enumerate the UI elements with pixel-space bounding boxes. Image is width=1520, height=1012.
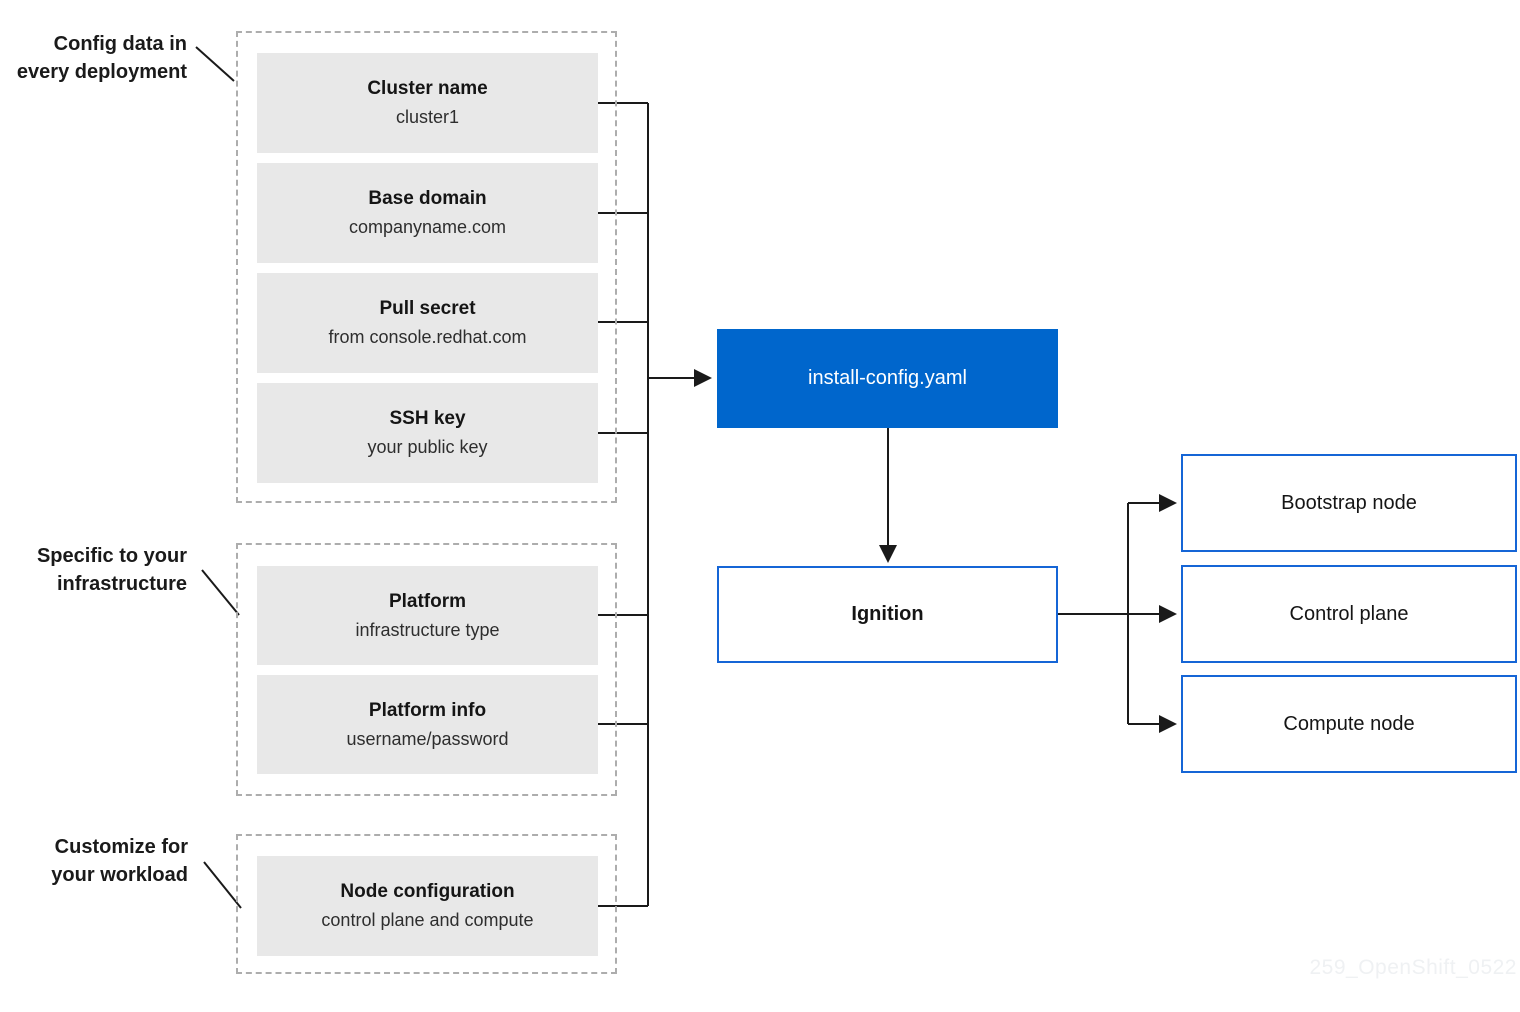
box-node-configuration: Node configuration control plane and com… xyxy=(257,856,598,956)
box-cluster-name: Cluster name cluster1 xyxy=(257,53,598,153)
box-pull-secret-subtitle: from console.redhat.com xyxy=(328,327,527,347)
box-node-configuration-title: Node configuration xyxy=(340,881,515,902)
pointer-specific-infrastructure xyxy=(201,569,240,616)
box-ssh-key-title: SSH key xyxy=(389,408,466,429)
pointer-config-data xyxy=(195,46,235,82)
box-node-configuration-subtitle: control plane and compute xyxy=(321,910,534,930)
box-platform-subtitle: infrastructure type xyxy=(355,619,500,640)
box-pull-secret-title: Pull secret xyxy=(379,298,476,319)
box-cluster-name-subtitle: cluster1 xyxy=(395,107,460,127)
group-customize-workload: Node configuration control plane and com… xyxy=(236,834,617,974)
box-cluster-name-title: Cluster name xyxy=(367,78,488,99)
box-pull-secret: Pull secret from console.redhat.com xyxy=(257,273,598,373)
box-bootstrap-node: Bootstrap node xyxy=(1181,454,1517,552)
box-platform-info: Platform info username/password xyxy=(257,675,598,774)
box-control-plane: Control plane xyxy=(1181,565,1517,663)
watermark-text: 259_OpenShift_0522 xyxy=(1309,956,1517,979)
label-customize-workload: Customize for your workload xyxy=(51,836,188,886)
group-specific-infrastructure: Platform infrastructure type Platform in… xyxy=(236,543,617,796)
box-platform-info-subtitle: username/password xyxy=(346,728,509,749)
group-config-data: Cluster name cluster1 Base domain compan… xyxy=(236,31,617,503)
box-ssh-key: SSH key your public key xyxy=(257,383,598,483)
label-config-data: Config data in every deployment xyxy=(16,33,187,83)
box-platform-info-title: Platform info xyxy=(368,699,487,721)
box-ignition: Ignition xyxy=(717,566,1058,663)
box-ssh-key-subtitle: your public key xyxy=(367,437,488,457)
box-compute-node: Compute node xyxy=(1181,675,1517,773)
box-platform: Platform infrastructure type xyxy=(257,566,598,665)
box-base-domain: Base domain companyname.com xyxy=(257,163,598,263)
box-base-domain-subtitle: companyname.com xyxy=(348,217,507,237)
box-install-config-yaml: install-config.yaml xyxy=(717,329,1058,428)
box-platform-title: Platform xyxy=(388,590,467,612)
label-specific-infrastructure: Specific to your infrastructure xyxy=(36,545,187,595)
box-base-domain-title: Base domain xyxy=(368,188,487,209)
